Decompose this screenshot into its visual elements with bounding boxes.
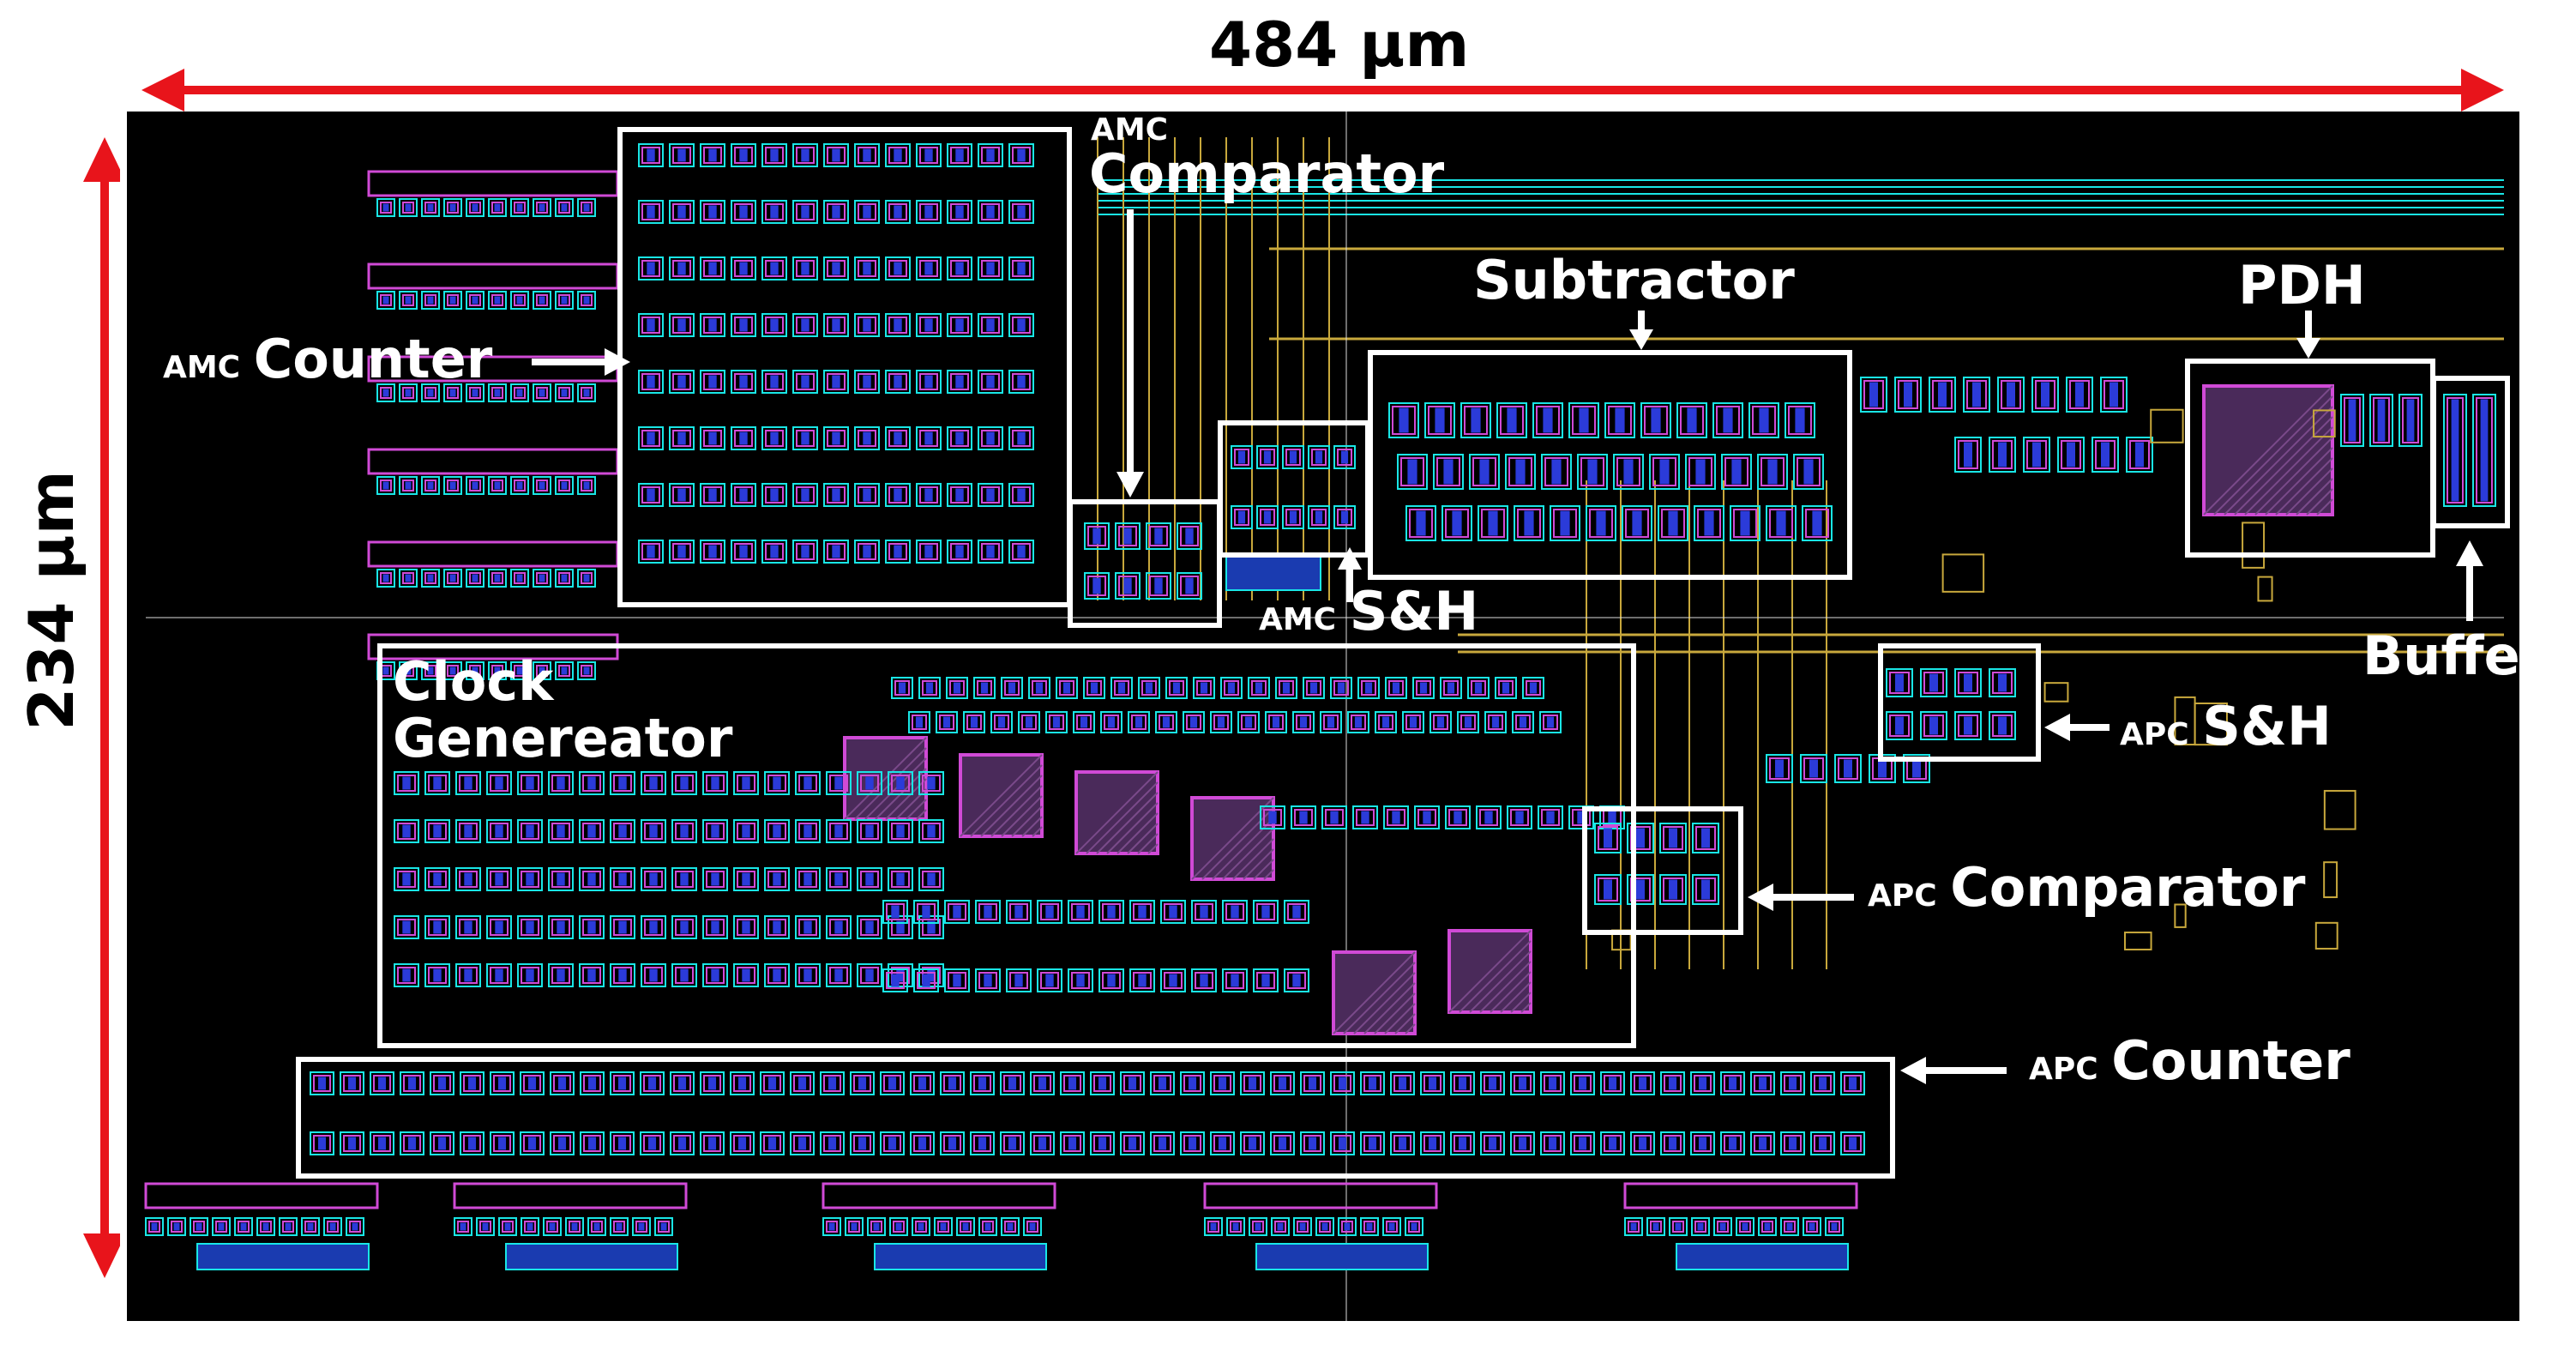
amc-sh-arrow: [1338, 547, 1362, 602]
apc-counter-name: Counter: [2111, 1029, 2350, 1092]
apc-sh-name: S&H: [2202, 695, 2332, 757]
buffer-arrow: [2456, 540, 2483, 621]
amc-sh-prefix: AMC: [1259, 602, 1337, 637]
apc-counter-arrow: [1900, 1057, 2007, 1084]
width-dimension-arrow: [141, 69, 2504, 112]
amc-counter-name: Counter: [253, 328, 493, 390]
clock-generator-box: [377, 643, 1636, 1048]
apc-counter-box: [296, 1057, 1895, 1179]
apc-comparator-arrow: [1748, 884, 1854, 911]
amc-sh-label: AMC S&H: [1259, 585, 1478, 638]
clock-generator-line1: Clock: [393, 650, 554, 713]
apc-comparator-prefix: APC: [1868, 878, 1937, 914]
apc-sh-label: APC S&H: [2120, 700, 2332, 753]
buffer-label: Buffer: [2362, 624, 2547, 687]
apc-counter-prefix: APC: [2029, 1052, 2098, 1087]
amc-counter-prefix: AMC: [163, 350, 241, 385]
amc-counter-arrow: [532, 348, 630, 376]
subtractor-box: [1368, 350, 1852, 580]
amc-comparator-arrow: [1116, 209, 1144, 498]
apc-comparator-name: Comparator: [1950, 856, 2306, 919]
width-dimension-label: 484 μm: [1209, 9, 1470, 81]
amc-counter-label: AMC Counter: [163, 333, 492, 386]
apc-sh-prefix: APC: [2120, 717, 2189, 752]
layout-artwork: [144, 112, 2504, 1321]
apc-counter-label: APC Counter: [2029, 1034, 2350, 1088]
amc-sh-name: S&H: [1349, 580, 1479, 642]
amc-comparator-box: [1068, 499, 1222, 628]
subtractor-label: Subtractor: [1473, 249, 1795, 311]
pdh-label: PDH: [2238, 254, 2366, 317]
buffer-box: [2431, 376, 2510, 528]
apc-comparator-box: [1582, 806, 1743, 935]
pdh-arrow: [2296, 311, 2320, 359]
pdh-box: [2185, 359, 2435, 558]
apc-comparator-label: APC Comparator: [1868, 861, 2305, 914]
amc-comparator-name: Comparator: [1089, 142, 1445, 205]
clock-generator-line2: Genereator: [393, 707, 733, 769]
chip-layout: [127, 112, 2519, 1321]
apc-sh-arrow: [2044, 714, 2110, 741]
amc-counter-box: [617, 127, 1072, 607]
height-dimension-arrow: [83, 137, 120, 1278]
amc-sh-box: [1218, 420, 1370, 558]
subtractor-arrow: [1629, 311, 1653, 350]
height-dimension-label: 234 μm: [15, 470, 87, 731]
amc-comparator-prefix: AMC: [1091, 112, 1169, 148]
apc-sh-box: [1878, 643, 2041, 762]
